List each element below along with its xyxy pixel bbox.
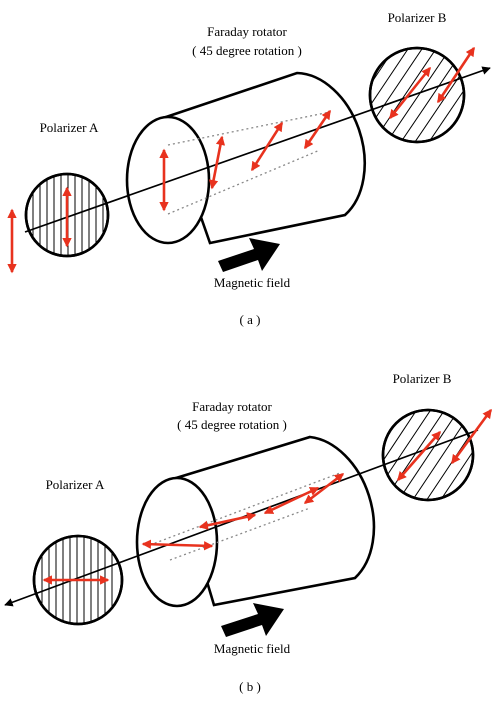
polarization-arrows	[42, 408, 493, 585]
polarization-arrow	[388, 66, 432, 120]
polarization-arrows	[7, 46, 476, 274]
field-arrow-icon	[221, 603, 284, 637]
polarizer-b-label: Polarizer B	[388, 10, 447, 25]
panel-b: Faraday rotator ( 45 degree rotation ) P…	[4, 371, 493, 694]
polarization-arrow	[303, 472, 345, 505]
polarization-arrow	[303, 109, 332, 150]
rotator-title: Faraday rotator	[192, 399, 272, 414]
polarization-arrow	[436, 46, 476, 104]
polarization-arrow	[250, 121, 284, 172]
polarizer-b-label: Polarizer B	[393, 371, 452, 386]
field-arrow-icon	[218, 238, 280, 272]
rotation-guide-upper	[149, 472, 341, 546]
faraday-rotator-cylinder	[125, 71, 367, 245]
magnetic-field-label: Magnetic field	[214, 275, 291, 290]
polarizer-a-label: Polarizer A	[40, 120, 99, 135]
faraday-rotator-cylinder	[135, 435, 376, 608]
rotator-title: Faraday rotator	[207, 24, 287, 39]
polarization-arrow	[208, 135, 226, 190]
magnetic-field-label: Magnetic field	[214, 641, 291, 656]
polarization-arrow	[141, 539, 214, 551]
polarization-arrow	[397, 430, 441, 482]
panel-a: Faraday rotator ( 45 degree rotation ) P…	[7, 10, 491, 327]
panel-label: ( b )	[239, 679, 261, 694]
polarization-arrow	[198, 512, 257, 530]
output-polarization-arrow	[450, 408, 493, 465]
rotator-subtitle: ( 45 degree rotation )	[192, 43, 302, 58]
rotator-subtitle: ( 45 degree rotation )	[177, 417, 287, 432]
polarizer-a-label: Polarizer A	[46, 477, 105, 492]
panel-label: ( a )	[240, 312, 261, 327]
